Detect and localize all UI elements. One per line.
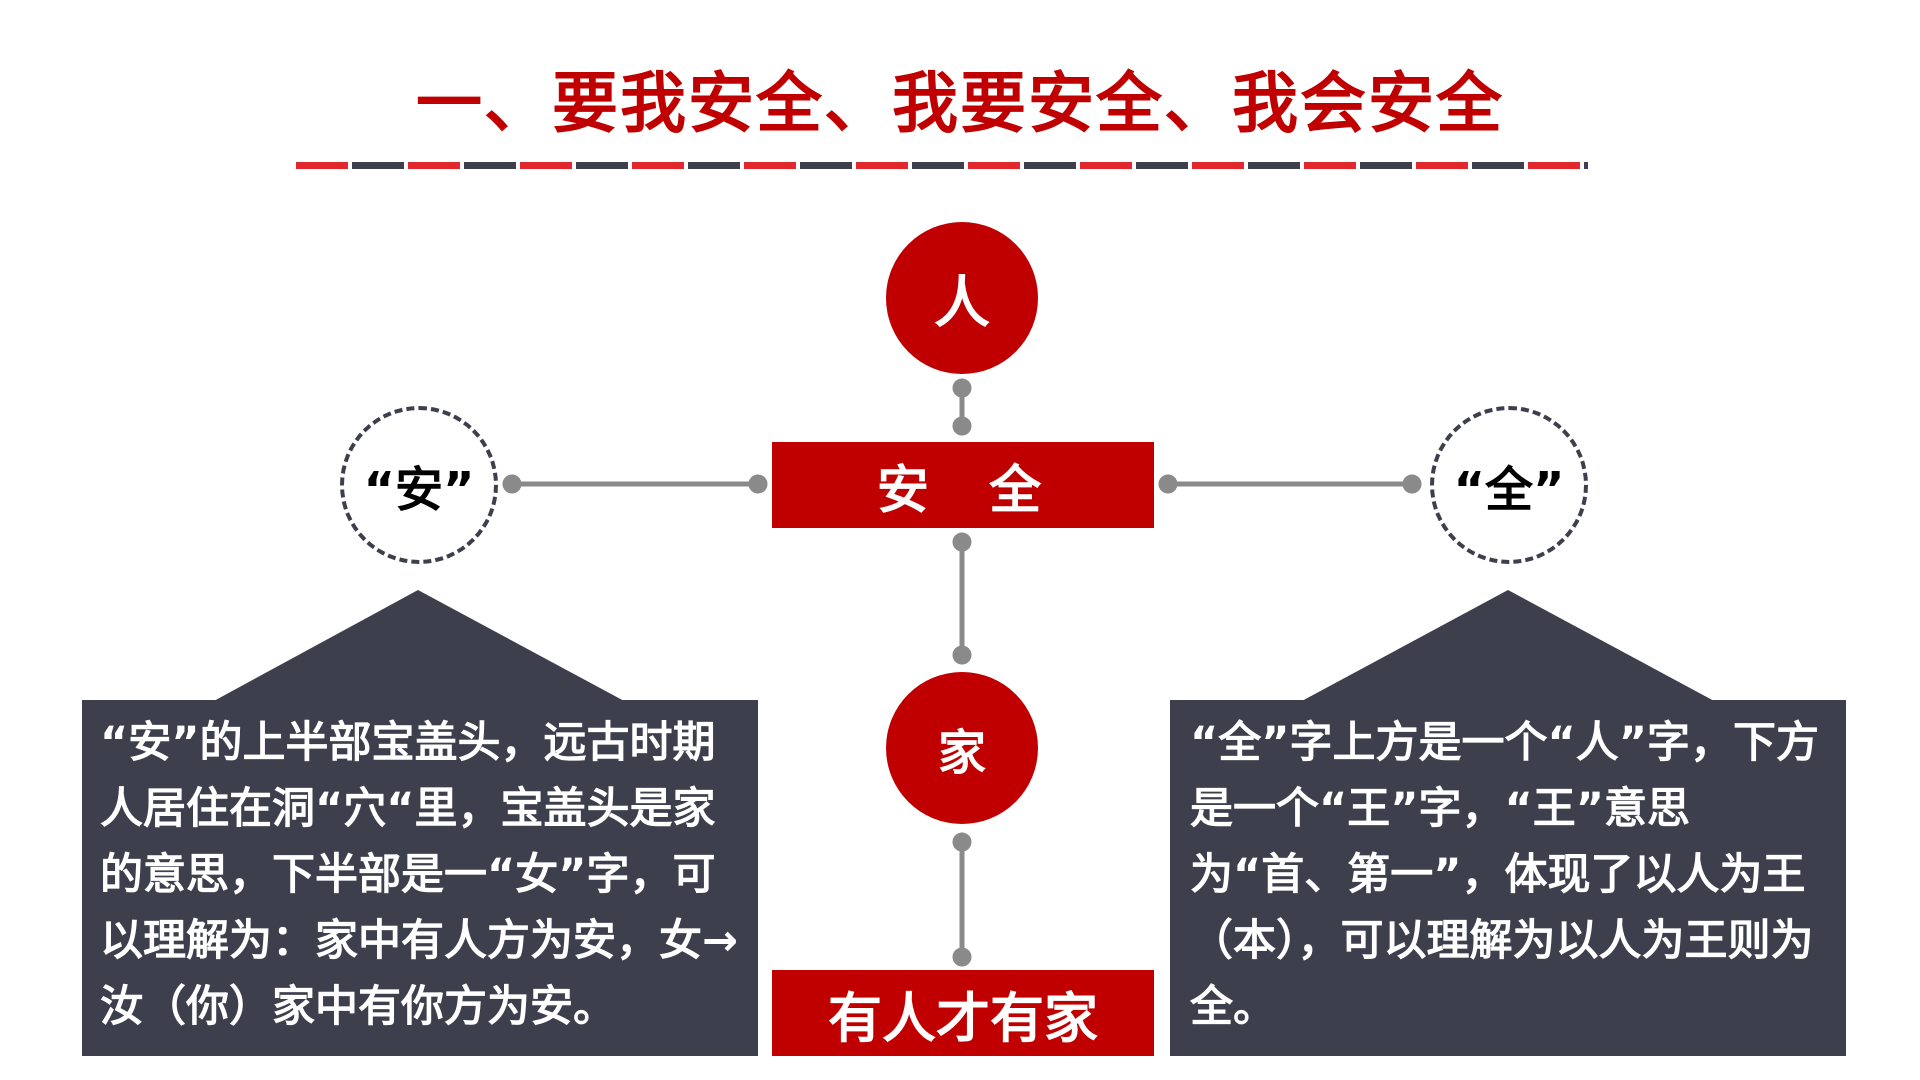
title-divider	[296, 162, 1588, 169]
char-an-circle: “安”	[340, 406, 498, 564]
connector-dot	[952, 645, 972, 665]
an-description-panel: “安”的上半部宝盖头，远古时期人居住在洞“穴“里，宝盖头是家的意思，下半部是一“…	[82, 700, 758, 1056]
connector-dot	[1158, 474, 1178, 494]
family-box: 有人才有家	[772, 970, 1154, 1056]
connector-dot	[952, 416, 972, 436]
connector-dot	[952, 832, 972, 852]
safety-box: 安 全	[772, 442, 1154, 528]
connector-dot	[1402, 474, 1422, 494]
connector-dot	[952, 947, 972, 967]
circle-jia: 家	[886, 672, 1038, 824]
char-quan-circle: “全”	[1430, 406, 1588, 564]
left-callout-pointer	[212, 590, 626, 702]
circle-ren: 人	[886, 222, 1038, 374]
connector-dot	[952, 532, 972, 552]
connector-dot	[748, 474, 768, 494]
connector-dot	[502, 474, 522, 494]
connector-dot	[952, 378, 972, 398]
right-callout-pointer	[1300, 590, 1716, 702]
page-title: 一、要我安全、我要安全、我会安全	[416, 65, 1504, 142]
quan-description-panel: “全”字上方是一个“人”字，下方是一个“王”字，“王”意思为“首、第一”，体现了…	[1170, 700, 1846, 1056]
